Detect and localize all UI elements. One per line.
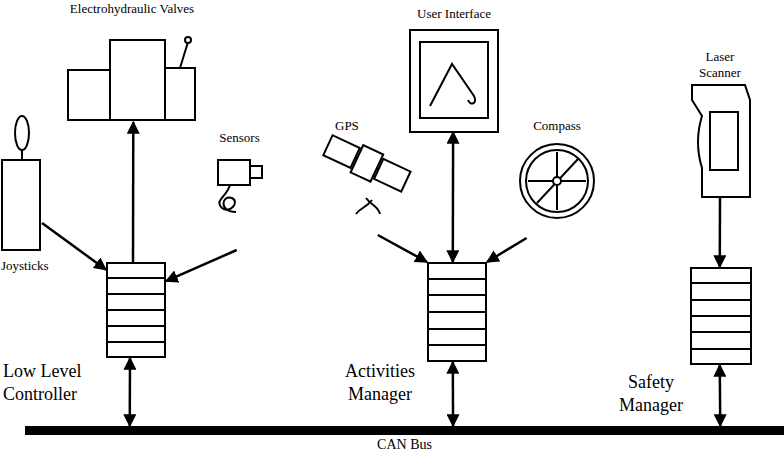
compass-node: Compass [519,143,595,238]
node-label: CAN Bus [377,437,432,454]
stack-divider [107,341,165,343]
stack-divider [107,325,165,327]
scanner-window [710,112,738,170]
node-label: Sensors [219,130,259,146]
stack-divider [691,282,751,284]
screen-graph [430,64,475,106]
stack-divider [428,294,486,296]
bus-band: CAN Bus [25,426,784,435]
compass-needle [537,159,578,203]
sensor-node: Sensors [212,155,267,250]
arrow-connector [719,197,722,267]
controller-stack: Safety Manager [690,267,752,365]
compass-rim [520,144,594,218]
sensor-wire [219,185,236,212]
controller-stack: Low Level Controller [106,262,166,358]
arrow-connector [452,362,455,426]
stack-divider [428,344,486,346]
arrow-connector [128,358,131,426]
node-label: Activities Manager [333,360,427,407]
arrow-connector [132,122,135,262]
valve-block [110,40,165,120]
joystick-node: Joysticks [0,115,42,250]
valve-knob [185,37,191,43]
valve-block [165,68,195,120]
joystick-base [2,160,40,250]
arrow-connector [487,238,527,262]
arrow-connector [42,223,106,270]
node-label: Low Level Controller [3,360,99,407]
interface-node: User Interface [410,30,498,132]
stack-divider [691,299,751,301]
stack-divider [428,311,486,313]
arrow-connector [166,250,237,281]
joystick-handle [15,116,29,150]
valve-lever [180,42,188,68]
compass-pivot [553,177,561,185]
screen-frame [410,30,498,132]
stack-divider [691,315,751,317]
node-label: Compass [533,118,581,134]
scanner-node: Laser Scanner [690,85,750,197]
node-label: Electrohydraulic Valves [70,1,194,17]
stack-divider [107,277,165,279]
stack-divider [691,331,751,333]
gps-node: GPS [318,140,410,235]
satellite-strut [355,157,357,160]
node-label: Laser Scanner [688,49,752,80]
arrow-connector [378,235,427,262]
arrow-connector [719,365,722,426]
valve-node: Electrohydraulic Valves [68,38,196,122]
screen-display [420,42,488,118]
node-label: Joysticks [1,258,49,274]
stack-divider [107,293,165,295]
node-label: GPS [335,118,359,134]
stack-divider [428,278,486,280]
stack-divider [107,309,165,311]
satellite-strut [377,167,379,170]
compass-face [526,150,588,212]
satellite-panel [374,159,410,192]
arrow-connector [452,132,455,262]
joystick-stick [21,150,23,160]
stack-divider [428,328,486,330]
node-label: User Interface [417,6,491,22]
sensor-body [218,160,250,185]
controller-stack: Activities Manager [427,262,487,362]
satellite-antenna [356,198,380,214]
stack-divider [691,348,751,350]
node-label: Safety Manager [612,371,690,418]
scanner-housing [692,85,750,197]
sensor-tip [250,166,262,178]
valve-block [68,70,110,120]
